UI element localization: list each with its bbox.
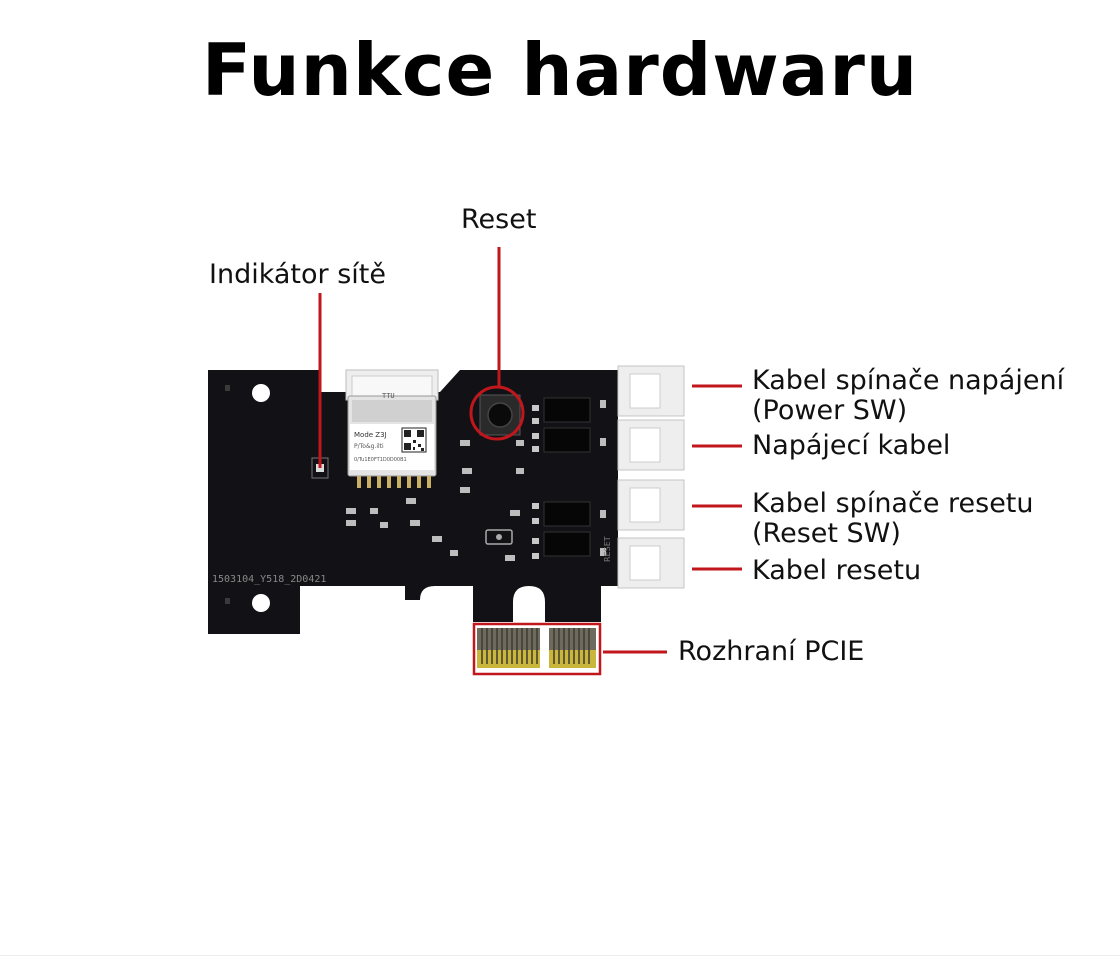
module-label-line1: Mode Z3J	[354, 431, 387, 439]
mounting-hole	[252, 594, 270, 612]
label-power-cable: Napájecí kabel	[752, 430, 951, 461]
connector-silkscreen: RESET	[603, 536, 612, 562]
label-pcie-interface: Rozhraní PCIE	[678, 636, 865, 667]
label-power-sw-cable: Kabel spínače napájení (Power SW)	[752, 366, 1064, 426]
divider	[0, 955, 1120, 956]
connector-power-cable	[617, 419, 685, 471]
page-title: Funkce hardwaru	[201, 28, 919, 112]
pad	[225, 598, 230, 604]
qr-code	[401, 427, 427, 453]
pcie-gold-fingers	[477, 628, 596, 668]
label-power-sw-cable-line1: Kabel spínače napájení	[752, 365, 1065, 396]
reset-highlight-circle	[469, 385, 525, 441]
module-label-line2: P/To&g.ilti	[354, 443, 384, 450]
label-reset-cable: Kabel resetu	[752, 555, 922, 586]
smd-components	[346, 397, 606, 561]
pad	[225, 385, 230, 391]
label-reset-sw-cable: Kabel spínače resetu (Reset SW)	[752, 489, 1034, 549]
wireless-module: TTU Mode Z3J P/To&g.ilti 0/Tu1E0FT1D0D00…	[347, 392, 437, 488]
label-reset-sw-cable-line1: Kabel spínače resetu	[752, 488, 1034, 519]
connector-reset-sw	[617, 479, 685, 531]
module-label-line3: 0/Tu1E0FT1D0D00B1	[354, 457, 407, 463]
board-serial-text: 1503104_Y518_2D0421	[212, 574, 326, 585]
connector-power-sw	[617, 365, 685, 417]
label-reset-sw-cable-line2: (Reset SW)	[752, 518, 901, 549]
pcie-highlight-box	[472, 622, 602, 676]
module-tag: TTU	[382, 392, 395, 400]
reset-button	[469, 385, 525, 441]
connector-reset-cable	[617, 537, 685, 589]
mounting-hole	[252, 384, 270, 402]
label-power-sw-cable-line2: (Power SW)	[752, 395, 908, 426]
label-network-indicator: Indikátor sítě	[209, 259, 386, 290]
module-pins	[357, 476, 431, 488]
label-reset: Reset	[461, 204, 537, 235]
top-header-connector	[345, 369, 439, 401]
